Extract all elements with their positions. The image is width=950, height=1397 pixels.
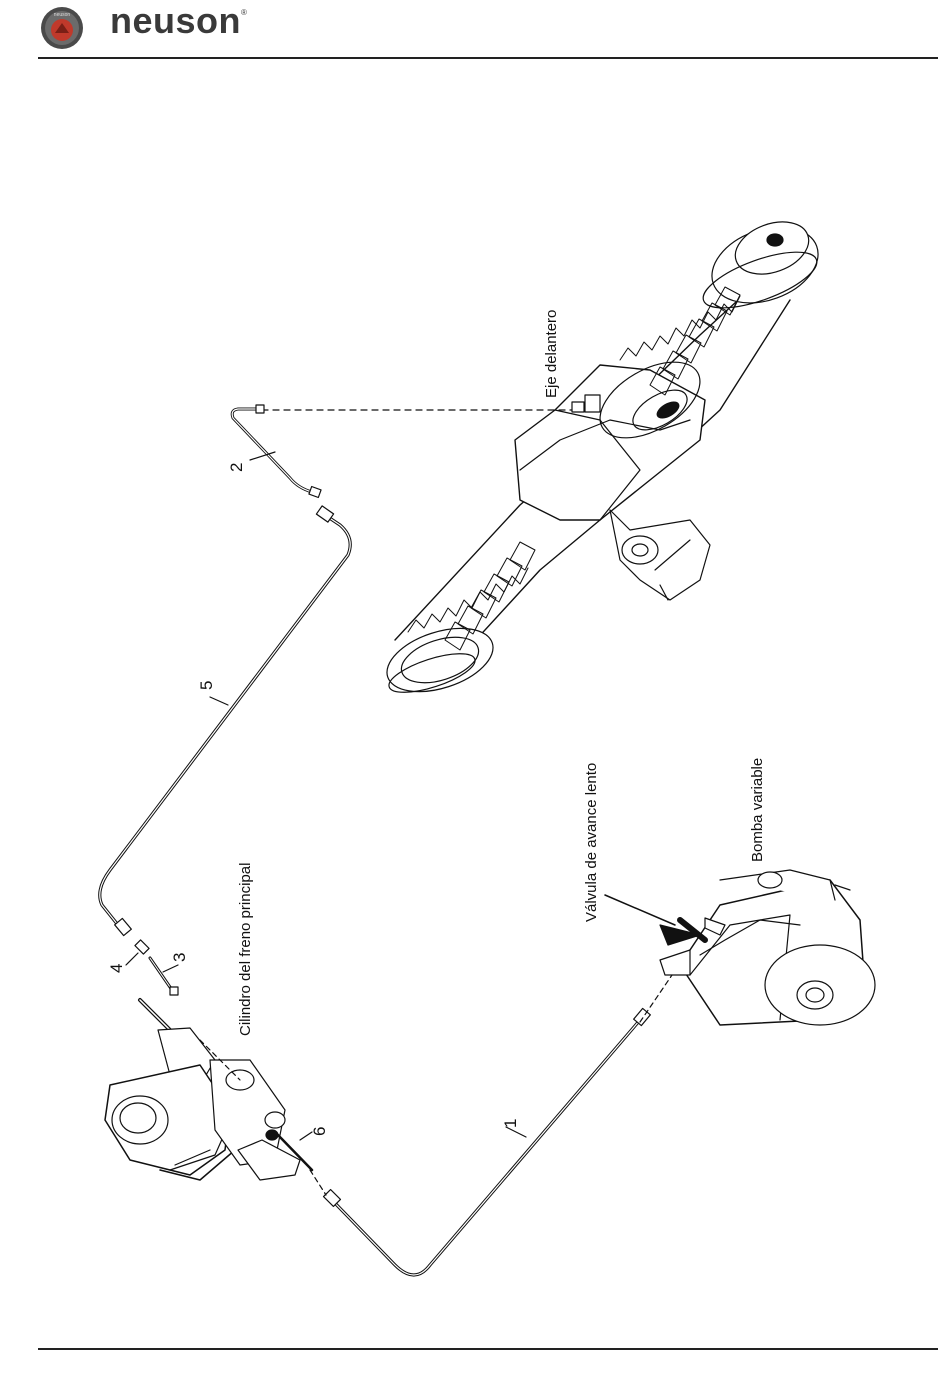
variable-pump-drawing [605, 870, 875, 1025]
label-variable-pump: Bomba variable [749, 758, 766, 862]
callout-5: 5 [197, 681, 216, 690]
pipe-2 [232, 405, 321, 497]
callout-4: 4 [107, 964, 126, 973]
callout-6: 6 [310, 1127, 329, 1136]
callout-3: 3 [170, 953, 189, 962]
label-creep-valve: Válvula de avance lento [583, 763, 600, 922]
front-axle-drawing [262, 212, 829, 703]
callout-1: 1 [501, 1119, 520, 1128]
footer-rule [38, 1348, 938, 1350]
fittings-3-4 [126, 940, 178, 995]
label-brake-master-cylinder: Cilindro del freno principal [237, 863, 254, 1036]
callout-2: 2 [227, 463, 246, 472]
pipe-5 [100, 506, 350, 936]
label-front-axle: Eje delantero [543, 310, 560, 398]
pipe-1 [310, 1008, 650, 1275]
brake-master-cylinder-drawing [105, 1000, 312, 1180]
